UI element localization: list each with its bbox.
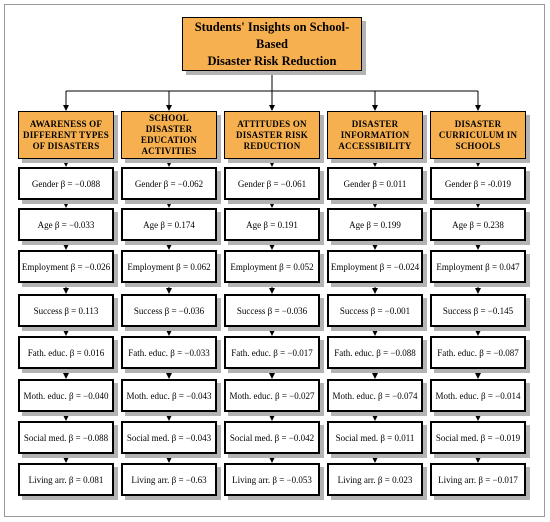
node-father-education: Fath. educ. β = −0.087 — [430, 336, 526, 369]
title-line-2: Disaster Risk Reduction — [207, 53, 337, 68]
node-employment: Employment β = 0.062 — [121, 250, 217, 283]
node-age: Age β = 0.191 — [224, 208, 320, 241]
node-father-education: Fath. educ. β = −0.088 — [327, 336, 423, 369]
node-living-arrangement: Living arr. β = 0.081 — [18, 463, 114, 496]
node-success: Success β = −0.036 — [224, 294, 320, 327]
node-age: Age β = −0.033 — [18, 208, 114, 241]
node-gender: Gender β = 0.011 — [327, 167, 423, 200]
node-age: Age β = 0.199 — [327, 208, 423, 241]
node-father-education: Fath. educ. β = −0.033 — [121, 336, 217, 369]
column-header-attitudes: ATTITUDES ON DISASTER RISK REDUCTION — [224, 111, 320, 159]
node-father-education: Fath. educ. β = −0.017 — [224, 336, 320, 369]
node-mother-education: Moth. educ. β = −0.027 — [224, 379, 320, 412]
node-social-media: Social med. β = −0.019 — [430, 421, 526, 454]
node-employment: Employment β = −0.024 — [327, 250, 423, 283]
node-gender: Gender β = −0.062 — [121, 167, 217, 200]
node-success: Success β = −0.036 — [121, 294, 217, 327]
node-employment: Employment β = −0.026 — [18, 250, 114, 283]
node-gender: Gender β = −0.088 — [18, 167, 114, 200]
node-mother-education: Moth. educ. β = −0.043 — [121, 379, 217, 412]
node-social-media: Social med. β = −0.043 — [121, 421, 217, 454]
node-age: Age β = 0.174 — [121, 208, 217, 241]
node-father-education: Fath. educ. β = 0.016 — [18, 336, 114, 369]
column-header-education-activities: SCHOOL DISASTER EDUCATION ACTIVITIES — [121, 111, 217, 159]
node-gender: Gender β = −0.061 — [224, 167, 320, 200]
figure-frame — [4, 4, 545, 517]
node-success: Success β = 0.113 — [18, 294, 114, 327]
column-header-label: SCHOOL DISASTER EDUCATION ACTIVITIES — [140, 113, 198, 156]
column-header-label: DISASTER INFORMATION ACCESSIBILITY — [338, 118, 412, 151]
node-living-arrangement: Living arr. β = −0.63 — [121, 463, 217, 496]
node-mother-education: Moth. educ. β = −0.040 — [18, 379, 114, 412]
node-living-arrangement: Living arr. β = −0.017 — [430, 463, 526, 496]
node-age: Age β = 0.238 — [430, 208, 526, 241]
node-social-media: Social med. β = −0.042 — [224, 421, 320, 454]
node-gender: Gender β = -0.019 — [430, 167, 526, 200]
node-mother-education: Moth. educ. β = −0.074 — [327, 379, 423, 412]
node-living-arrangement: Living arr. β = 0.023 — [327, 463, 423, 496]
node-employment: Employment β = 0.047 — [430, 250, 526, 283]
node-social-media: Social med. β = 0.011 — [327, 421, 423, 454]
column-header-label: DISASTER CURRICULUM IN SCHOOLS — [438, 118, 518, 151]
node-social-media: Social med. β = −0.088 — [18, 421, 114, 454]
column-header-awareness: AWARENESS OF DIFFERENT TYPES OF DISASTER… — [18, 111, 114, 159]
column-header-label: AWARENESS OF DIFFERENT TYPES OF DISASTER… — [23, 118, 109, 151]
node-mother-education: Moth. educ. β = −0.014 — [430, 379, 526, 412]
column-header-curriculum: DISASTER CURRICULUM IN SCHOOLS — [430, 111, 526, 159]
node-success: Success β = −0.001 — [327, 294, 423, 327]
title-line-1: Students' Insights on School-Based — [194, 19, 350, 51]
node-success: Success β = −0.145 — [430, 294, 526, 327]
title-box: Students' Insights on School-Based Disas… — [182, 17, 362, 71]
node-living-arrangement: Living arr. β = −0.053 — [224, 463, 320, 496]
node-employment: Employment β = 0.052 — [224, 250, 320, 283]
column-header-label: ATTITUDES ON DISASTER RISK REDUCTION — [236, 118, 308, 151]
column-header-information-accessibility: DISASTER INFORMATION ACCESSIBILITY — [327, 111, 423, 159]
